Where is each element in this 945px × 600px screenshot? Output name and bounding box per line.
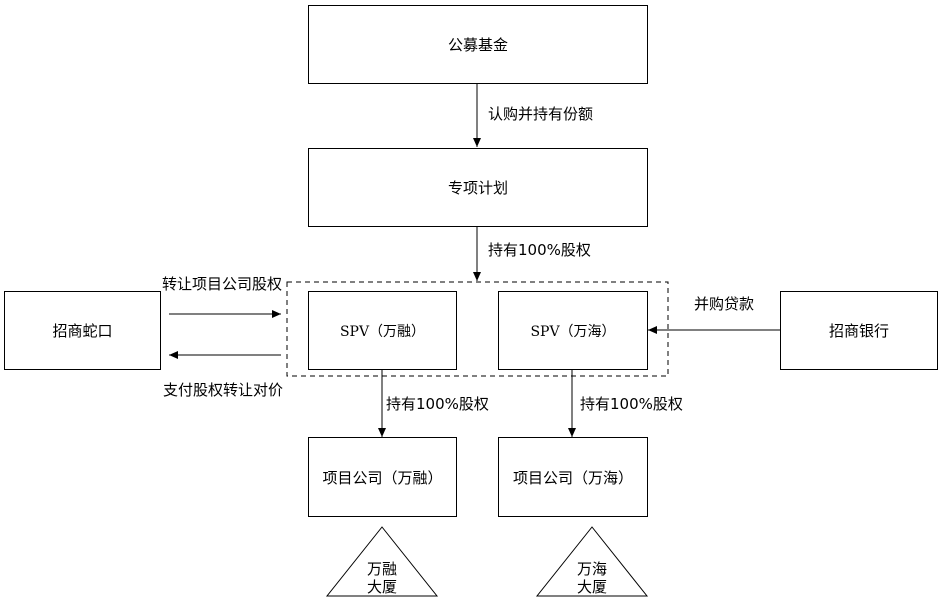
cmb-node: 招商银行 [780,291,938,370]
spv-group-boundary [286,281,669,377]
project-co-wanrong-label: 项目公司（万融） [322,468,443,487]
project-co-wanhai-node: 项目公司（万海） [498,437,648,517]
edge-label-loan: 并购贷款 [694,295,755,313]
project-co-wanrong-node: 项目公司（万融） [308,437,457,517]
edge-label-subscribe: 认购并持有份额 [488,105,594,123]
edge-label-transfer: 转让项目公司股权 [162,275,283,293]
public-fund-node: 公募基金 [308,5,648,84]
edge-label-hold-wanrong: 持有100%股权 [386,395,489,413]
edge-label-hold-wanhai: 持有100%股权 [580,395,683,413]
building-wanrong-text: 万融 大厦 [342,560,422,596]
edge-label-payment: 支付股权转让对价 [163,381,284,399]
special-plan-label: 专项计划 [447,179,508,197]
shekou-label: 招商蛇口 [52,322,113,340]
spv-wanhai-node: SPV（万海） [498,291,648,370]
building-wanhai-triangle [535,526,649,597]
building-wanrong-triangle [325,526,439,597]
building-wanhai-text: 万海 大厦 [552,560,632,596]
cmb-label: 招商银行 [828,322,889,340]
building-wanhai-line1: 万海 [576,560,607,578]
building-wanhai-line2: 大厦 [576,578,607,596]
spv-wanrong-label: SPV（万融） [339,323,426,340]
spv-wanrong-node: SPV（万融） [308,291,457,370]
building-wanrong-line2: 大厦 [366,578,397,596]
spv-wanhai-label: SPV（万海） [530,323,616,340]
shekou-node: 招商蛇口 [4,291,161,370]
edge-label-hold-spv: 持有100%股权 [488,241,591,259]
project-co-wanhai-label: 项目公司（万海） [512,468,633,487]
public-fund-label: 公募基金 [447,36,508,54]
special-plan-node: 专项计划 [308,148,648,227]
building-wanrong-line1: 万融 [366,560,397,578]
